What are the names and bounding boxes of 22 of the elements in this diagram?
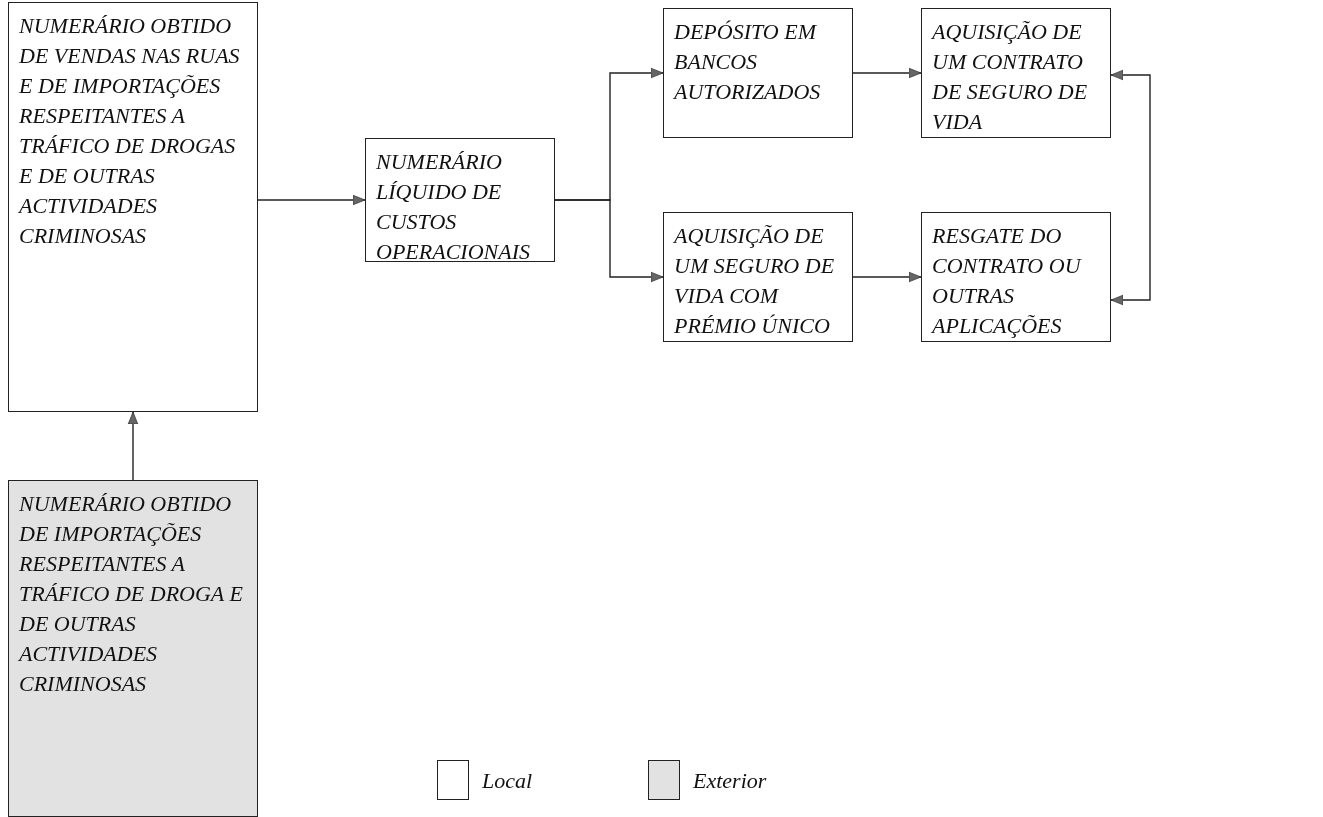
legend-label: Local <box>482 768 533 794</box>
box-text: RESGATE DO CONTRATO OU OUTRAS APLICAÇÕES <box>932 222 1083 340</box>
box-text: DEPÓSITO EM BANCOS AUTORIZADOS <box>674 18 822 106</box>
arrow <box>554 199 664 283</box>
arrow <box>257 194 366 206</box>
box-text: NUMERÁRIO OBTIDO DE IMPORTAÇÕES RESPEITANTES A TRÁFICO DE DROGA E DE OUTRAS ACTIVIDADES CRIMINOSAS <box>19 490 244 698</box>
box-text: AQUISIÇÃO DE UM CONTRATO DE SEGURO DE VIDA <box>932 18 1089 136</box>
process-box <box>921 8 1111 138</box>
arrow <box>1110 69 1151 306</box>
arrow <box>127 411 139 481</box>
box-text: AQUISIÇÃO DE UM SEGURO DE VIDA COM PRÉMIO ÚNICO <box>674 222 836 340</box>
process-box <box>8 2 258 412</box>
arrow <box>852 67 922 79</box>
box-text: NUMERÁRIO OBTIDO DE VENDAS NAS RUAS E DE IMPORTAÇÕES RESPEITANTES A TRÁFICO DE DROGAS E DE OUTRAS ACTIVIDADES CRIMINOSAS <box>19 12 241 250</box>
arrow <box>852 271 922 283</box>
legend-label: Exterior <box>693 768 767 794</box>
process-box <box>921 212 1111 342</box>
process-box <box>8 480 258 817</box>
process-box <box>663 212 853 342</box>
process-box <box>365 138 555 262</box>
box-text: NUMERÁRIO LÍQUIDO DE CUSTOS OPERACIONAIS <box>376 148 531 266</box>
process-box <box>663 8 853 138</box>
